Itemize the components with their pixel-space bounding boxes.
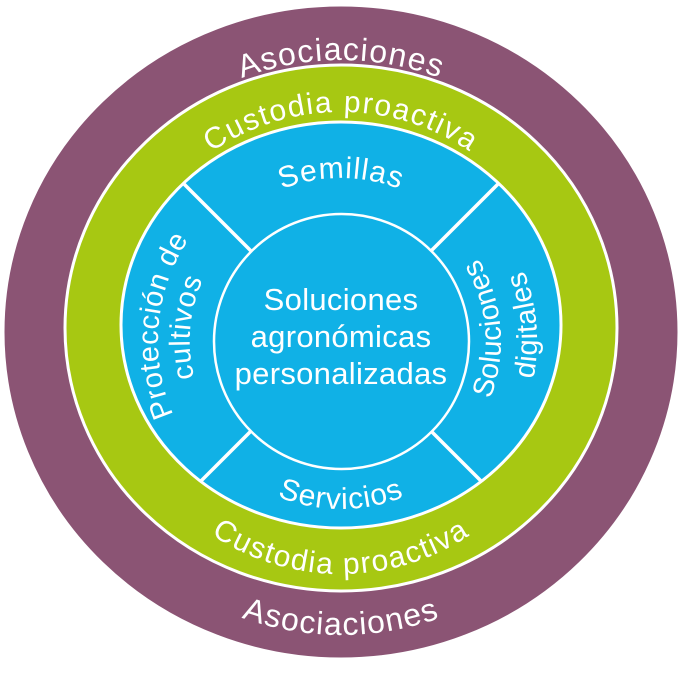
center-text: Soluciones agronómicas personalizadas — [235, 282, 448, 391]
segment-divider-top-left — [172, 172, 259, 259]
center-text-line3: personalizadas — [235, 356, 448, 391]
center-text-line2: agronómicas — [251, 319, 432, 354]
center-text-line1: Soluciones — [264, 282, 419, 317]
segment-divider-top-right — [423, 172, 510, 259]
center-circle — [212, 212, 471, 471]
